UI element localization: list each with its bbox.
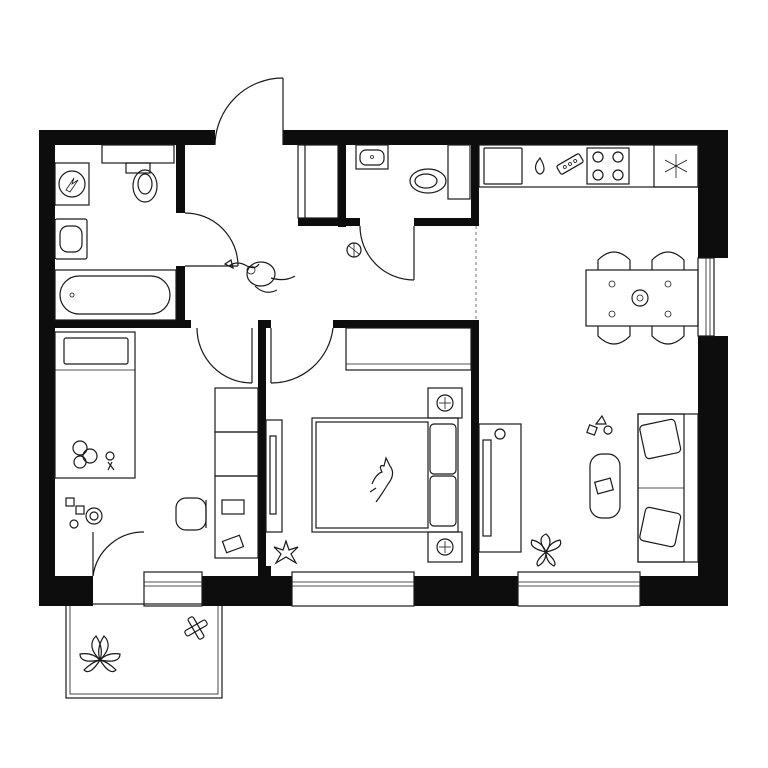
desk-icon (214, 475, 259, 559)
wardrobe-icon (214, 387, 259, 477)
chair-icon (175, 497, 207, 531)
ball-icon (346, 242, 362, 258)
toys-icon (72, 440, 115, 471)
kitchen-counter (478, 144, 699, 188)
walls (39, 130, 728, 606)
bathtub-icon (54, 269, 177, 321)
double-bed-icon (311, 417, 459, 533)
water-drop-icon (534, 156, 545, 175)
plant-icon (530, 533, 562, 567)
tv-stand-icon (478, 423, 522, 553)
toilet-icon (132, 169, 158, 203)
sink-icon (483, 147, 523, 185)
entry-hall (223, 242, 362, 293)
kids-room (54, 331, 259, 559)
toilet-room (355, 144, 471, 200)
sofa-icon (637, 413, 699, 563)
bedroom (265, 327, 472, 565)
dining-table-icon (585, 251, 699, 345)
nightstand-icon (427, 387, 463, 563)
kitchen-living (478, 144, 699, 567)
toilet-icon (447, 144, 471, 200)
cat-icon (369, 456, 394, 503)
closet-icon (297, 144, 339, 219)
balcony (65, 603, 223, 699)
airplane-toy-icon (184, 616, 208, 640)
tv-stand-icon (265, 419, 283, 533)
windows (143, 257, 715, 607)
sink-icon (54, 218, 88, 260)
sink-icon (355, 144, 389, 170)
blocks-icon (65, 497, 103, 529)
toys-icon (586, 414, 613, 436)
plant-icon (273, 539, 299, 565)
bathroom (54, 144, 177, 321)
balcony-items (79, 616, 208, 673)
single-bed-icon (54, 331, 136, 479)
plant-icon (79, 635, 121, 673)
wardrobe-icon (345, 327, 472, 371)
cutting-board-icon (556, 153, 584, 175)
stove-icon (586, 147, 630, 185)
fridge-icon (653, 144, 699, 188)
washing-machine-icon (54, 162, 90, 206)
coffee-table-icon (589, 453, 621, 519)
toilet-tank-bath (101, 144, 175, 164)
doors (92, 77, 477, 577)
cat-icon (223, 259, 296, 293)
